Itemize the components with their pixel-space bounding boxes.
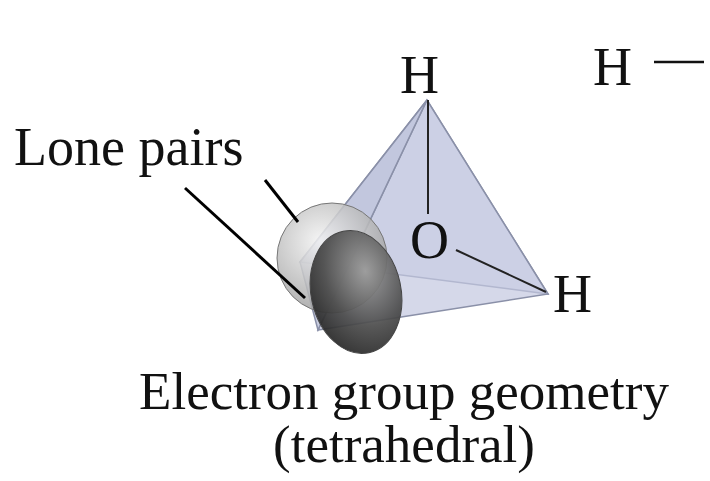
atom-label: H xyxy=(400,48,439,102)
lone-pair-lobe xyxy=(299,222,413,362)
callout-label: Lone pairs xyxy=(14,120,243,174)
atom-label: O xyxy=(410,213,449,267)
bond-line xyxy=(427,100,429,214)
leader-line xyxy=(265,180,298,222)
atom-label: H xyxy=(593,40,632,94)
atom-label: H xyxy=(553,267,592,321)
leader-line xyxy=(185,188,305,298)
bond-line xyxy=(654,61,704,64)
caption: Electron group geometry (tetrahedral) xyxy=(104,365,704,471)
bond-line xyxy=(456,250,546,292)
